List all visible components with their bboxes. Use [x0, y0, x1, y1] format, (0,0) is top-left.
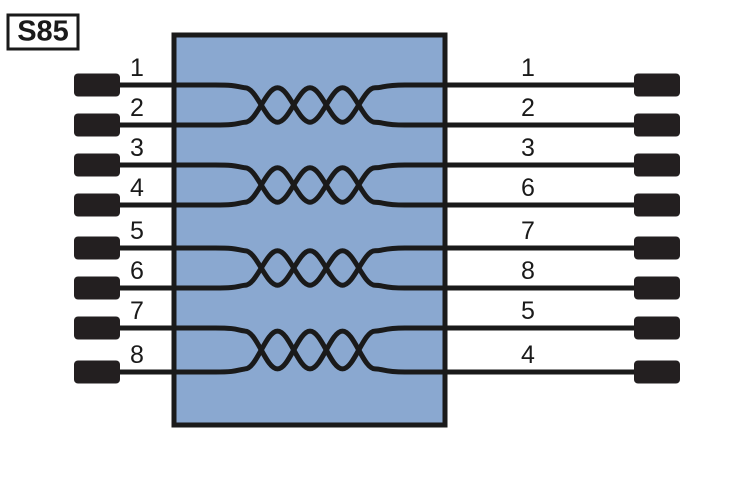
pair-3 [212, 245, 408, 291]
right-pin-label-8: 8 [521, 257, 535, 285]
pair-2-strand-b [212, 165, 408, 208]
right-pin-label-5: 5 [521, 297, 535, 325]
left-connector-pin-6[interactable] [74, 276, 120, 300]
pair-3-strand-b [212, 248, 408, 291]
right-connector-pin-7[interactable] [634, 236, 680, 260]
pair-4-strand-a [212, 325, 408, 372]
pair-4 [212, 325, 408, 375]
right-connector-pin-6[interactable] [634, 193, 680, 217]
device-tag: S85 [6, 13, 80, 51]
right-pin-label-4: 4 [521, 341, 535, 369]
pin-label-group: 1 2 3 4 5 6 7 8 1 2 3 6 7 8 5 4 [130, 54, 535, 369]
device-body [171, 32, 448, 428]
right-connector-pin-2[interactable] [634, 113, 680, 137]
device-body-rect [171, 32, 448, 428]
left-connector-pin-5[interactable] [74, 236, 120, 260]
left-pin-label-8: 8 [130, 341, 144, 369]
left-connector-pin-8[interactable] [74, 360, 120, 384]
left-pin-label-7: 7 [130, 297, 144, 325]
right-pin-label-1: 1 [521, 54, 535, 82]
device-tag-label: S85 [17, 16, 69, 48]
pair-4-strand-b [212, 328, 408, 375]
wire-group [120, 82, 638, 375]
left-pin-label-6: 6 [130, 257, 144, 285]
left-connector-pin-7[interactable] [74, 316, 120, 340]
left-pin-label-2: 2 [130, 94, 144, 122]
right-connector-pin-5[interactable] [634, 316, 680, 340]
pair-3-strand-a [212, 245, 408, 288]
pair-1-strand-b [212, 85, 408, 128]
left-connector-pin-2[interactable] [74, 113, 120, 137]
right-connector-pin-1[interactable] [634, 73, 680, 97]
pair-2-strand-a [212, 162, 408, 205]
right-connector-pin-8[interactable] [634, 276, 680, 300]
right-pin-label-2: 2 [521, 94, 535, 122]
right-connector-pin-3[interactable] [634, 153, 680, 177]
right-pin-label-7: 7 [521, 217, 535, 245]
left-connector-pin-4[interactable] [74, 193, 120, 217]
left-connector-pin-1[interactable] [74, 73, 120, 97]
device-tag-box [6, 13, 80, 51]
pair-1 [212, 82, 408, 128]
right-connector-pin-4[interactable] [634, 360, 680, 384]
pair-2 [212, 162, 408, 208]
left-pin-label-3: 3 [130, 134, 144, 162]
left-pin-label-1: 1 [130, 54, 144, 82]
right-pin-label-6: 6 [521, 174, 535, 202]
left-pin-label-4: 4 [130, 174, 144, 202]
pair-1-strand-a [212, 82, 408, 125]
left-pin-label-5: 5 [130, 217, 144, 245]
left-connector-pin-3[interactable] [74, 153, 120, 177]
right-pin-label-3: 3 [521, 134, 535, 162]
connector-group [74, 73, 680, 384]
twisted-pair-group [212, 82, 408, 375]
